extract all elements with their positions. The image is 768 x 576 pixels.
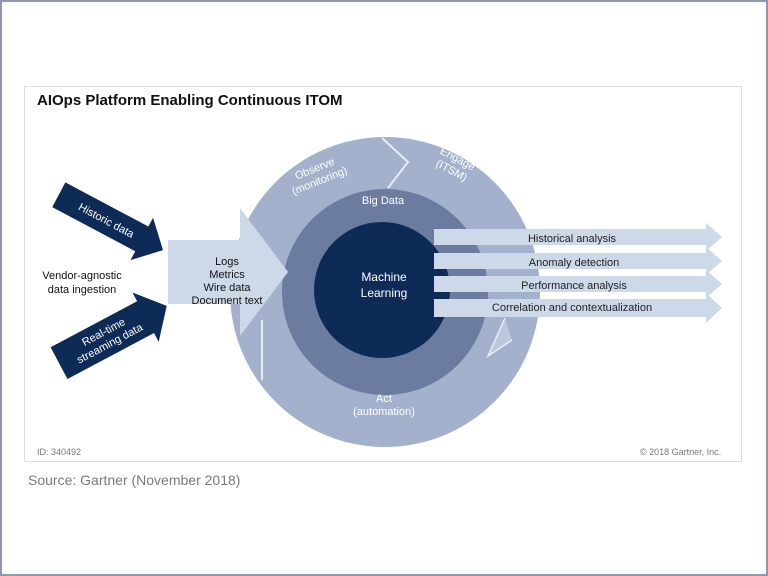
- ingestion-label-line1: Vendor-agnostic: [42, 270, 122, 282]
- data-type-metrics: Metrics: [209, 269, 245, 281]
- cycle-divider-right: [486, 317, 513, 359]
- ingestion-label-line2: data ingestion: [48, 284, 117, 296]
- machine-learning-label-line2: Learning: [361, 286, 408, 300]
- data-type-wire-data: Wire data: [203, 282, 251, 294]
- big-data-label: Big Data: [362, 195, 405, 207]
- output-label-performance: Performance analysis: [521, 280, 627, 292]
- machine-learning-label-line1: Machine: [361, 270, 407, 284]
- output-arrow-correlation: [434, 293, 722, 323]
- historic-data-arrow: Historic data: [52, 182, 163, 261]
- figure-copyright: © 2018 Gartner, Inc.: [640, 447, 722, 457]
- figure-id: ID: 340492: [37, 447, 82, 457]
- machine-learning-core: [314, 222, 450, 358]
- data-type-logs: Logs: [215, 256, 239, 268]
- output-label-correlation: Correlation and contextualization: [492, 302, 652, 314]
- output-arrows: Historical analysis Anomaly detection Pe…: [434, 223, 722, 323]
- act-label-line1: Act: [376, 393, 392, 405]
- source-caption: Source: Gartner (November 2018): [28, 472, 241, 488]
- output-arrow-anomaly: [434, 247, 722, 275]
- output-arrow-historical: [434, 223, 722, 251]
- output-label-anomaly: Anomaly detection: [529, 257, 620, 269]
- data-types-list: Logs Metrics Wire data Document text: [192, 256, 263, 307]
- figure-title: AIOps Platform Enabling Continuous ITOM: [37, 92, 343, 109]
- cycle-divider-top: [381, 137, 410, 189]
- realtime-data-arrow: Real-time streaming data: [50, 292, 167, 380]
- data-type-document-text: Document text: [192, 295, 263, 307]
- act-label-line2: (automation): [353, 406, 415, 418]
- output-label-historical: Historical analysis: [528, 233, 617, 245]
- output-arrow-performance: [434, 270, 722, 298]
- data-types-arrow: [168, 208, 288, 336]
